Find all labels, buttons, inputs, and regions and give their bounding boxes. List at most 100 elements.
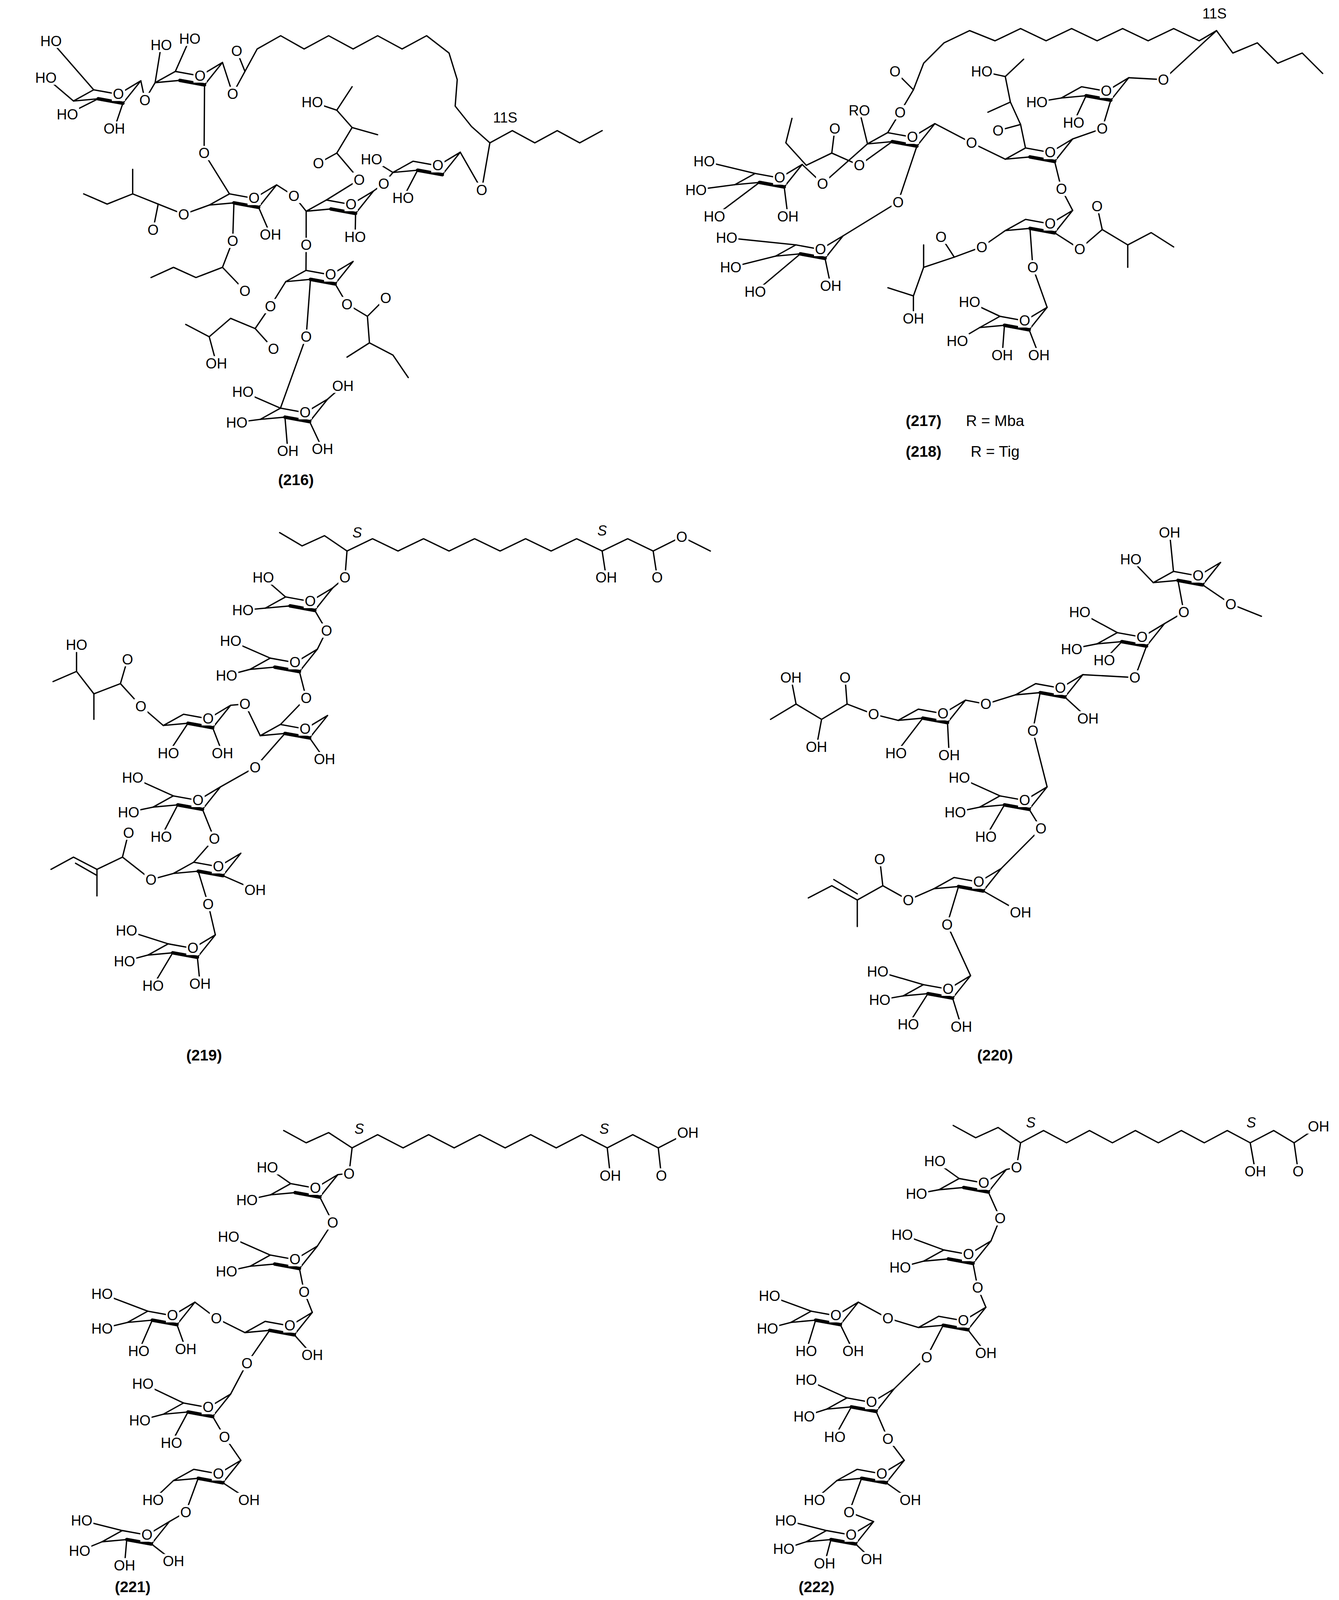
atom-label: HO xyxy=(867,992,892,1008)
atom-label: OH xyxy=(812,1556,837,1571)
atom-label: OH xyxy=(990,348,1015,363)
atom-label: O xyxy=(311,156,325,171)
atom-label: O xyxy=(165,1308,179,1323)
atom-label: O xyxy=(864,1395,878,1410)
atom-label: O xyxy=(975,239,989,254)
atom-label: O xyxy=(298,722,312,737)
atom-label: OH xyxy=(300,1348,325,1363)
atom-label: O xyxy=(320,623,334,638)
atom-label: O xyxy=(238,283,252,298)
atom-label: O xyxy=(287,188,301,203)
atom-label: HO xyxy=(141,1493,166,1508)
atom-label: HO xyxy=(300,94,325,110)
atom-label: HO xyxy=(774,1513,798,1528)
atom-label: O xyxy=(211,1467,225,1482)
atom-label: HO xyxy=(794,1344,819,1359)
atom-label: O xyxy=(352,172,366,187)
atom-label: HO xyxy=(743,284,768,299)
atom-label: OH xyxy=(1306,1119,1331,1134)
atom-label: O xyxy=(852,158,866,173)
compound-number: (222) xyxy=(797,1579,836,1595)
atom-label: O xyxy=(828,121,842,136)
atom-label: HO xyxy=(112,954,137,969)
atom-label: OH xyxy=(1008,905,1033,920)
atom-label: O xyxy=(340,296,354,312)
atom-label: OH xyxy=(949,1019,974,1034)
atom-label: OH xyxy=(312,752,337,767)
atom-label: O xyxy=(1034,821,1048,836)
bond xyxy=(346,538,654,552)
atom-label: O xyxy=(1135,630,1149,645)
atom-label: OH xyxy=(275,443,300,459)
atom-label: O xyxy=(650,570,664,585)
atom-label: O xyxy=(230,43,244,58)
bond xyxy=(947,924,971,976)
sugar-ring xyxy=(938,1169,1007,1193)
bond xyxy=(923,244,925,268)
atom-label: O xyxy=(325,1215,339,1230)
bond xyxy=(987,102,1011,113)
bond xyxy=(204,84,205,153)
atom-label: HO xyxy=(757,1288,782,1304)
atom-label: HO xyxy=(69,1513,94,1528)
atom-label: HO xyxy=(923,1154,947,1169)
sugar-ring xyxy=(173,853,241,876)
stereo-descriptor: S xyxy=(351,525,364,540)
atom-label: O xyxy=(873,852,887,867)
atom-label: O xyxy=(283,1318,297,1334)
sugar-ring xyxy=(1015,674,1083,698)
bond xyxy=(96,869,98,896)
atom-label: HO xyxy=(823,1429,847,1444)
bond xyxy=(770,704,848,720)
bond xyxy=(1163,30,1217,80)
atom-label: OH xyxy=(1243,1164,1268,1179)
sugar-ring xyxy=(897,700,966,723)
atom-label: O xyxy=(919,1350,934,1365)
atom-label: HO xyxy=(792,1409,816,1424)
bond xyxy=(367,316,409,378)
stereo-descriptor: S xyxy=(596,523,608,538)
atom-label: O xyxy=(193,68,207,83)
stereo-descriptor: S xyxy=(1245,1115,1258,1130)
atom-label: OH xyxy=(204,356,229,371)
atom-label: HO xyxy=(121,770,145,785)
atom-label: O xyxy=(815,176,829,191)
atom-label: O xyxy=(844,1528,858,1543)
atom-label: O xyxy=(226,86,240,101)
atom-label: O xyxy=(299,237,313,252)
atom-label: O xyxy=(1128,670,1142,685)
atom-label: O xyxy=(308,1181,322,1196)
atom-label: HO xyxy=(251,570,276,585)
atom-label: O xyxy=(1026,723,1040,738)
atom-label: O xyxy=(972,875,986,890)
bond xyxy=(822,143,868,184)
atom-label: O xyxy=(377,176,391,191)
atom-label: O xyxy=(211,859,225,874)
atom-label: O xyxy=(881,1311,895,1326)
atom-label: O xyxy=(263,299,277,314)
atom-label: O xyxy=(1291,1164,1305,1179)
atom-label: O xyxy=(248,760,262,775)
sugar-ring xyxy=(209,184,277,208)
atom-label: HO xyxy=(1061,115,1086,130)
atom-label: OH xyxy=(1027,348,1051,363)
atom-label: O xyxy=(247,191,261,206)
bond xyxy=(244,35,490,144)
atom-label: HO xyxy=(772,1541,796,1557)
atom-label: O xyxy=(179,1505,193,1520)
compound-number: (217) xyxy=(904,412,943,429)
bond xyxy=(1020,124,1026,149)
atom-label: HO xyxy=(90,1286,114,1302)
atom-label: O xyxy=(1054,181,1068,196)
stereo-descriptor: S xyxy=(1024,1115,1037,1130)
atom-label: HO xyxy=(904,1186,929,1202)
bond xyxy=(283,1130,352,1149)
bond xyxy=(351,127,378,135)
atom-label: HO xyxy=(55,107,80,122)
atom-label: O xyxy=(1095,121,1109,136)
atom-label: HO xyxy=(718,260,743,275)
sugar-ring xyxy=(127,1302,196,1325)
sugar-ring xyxy=(163,1394,231,1417)
compound-number: (216) xyxy=(277,471,315,488)
sugar-ring xyxy=(265,588,333,611)
